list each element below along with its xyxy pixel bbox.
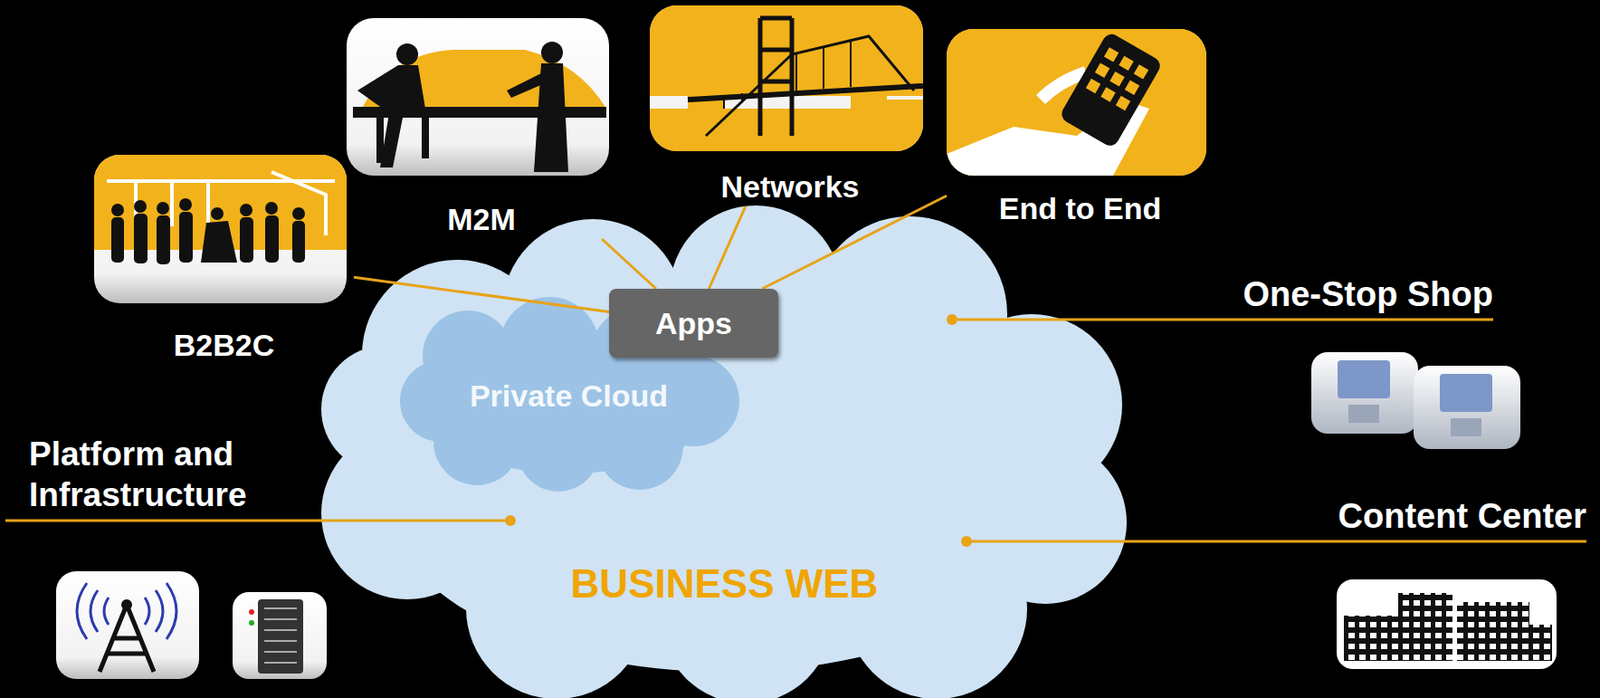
apps-box: Apps	[609, 288, 779, 358]
cloud-region: BUSINESS WEB Private Cloud Apps	[321, 219, 1128, 698]
building-icon	[1336, 579, 1557, 669]
node-label: M2M	[346, 201, 617, 238]
b2b2c-icon	[94, 154, 347, 304]
callout-label: Platform and Infrastructure	[28, 434, 292, 515]
private-cloud-shape	[400, 296, 740, 492]
networks-icon	[649, 5, 924, 152]
callout-label: One-Stop Shop	[1242, 274, 1494, 316]
connector-line	[761, 195, 947, 289]
connector-line	[601, 238, 657, 289]
phone-icons	[1311, 352, 1521, 449]
node-label: Networks	[649, 169, 931, 205]
business-web-cloud	[321, 205, 1127, 698]
connector-line	[708, 206, 745, 289]
connector-line	[353, 276, 610, 312]
end-to-end-icon	[946, 28, 1207, 176]
icon-tile: M2M	[346, 18, 617, 239]
tower-icon	[56, 571, 200, 679]
m2m-icon	[346, 18, 610, 176]
node-label: Apps	[655, 305, 733, 342]
callout-label: Content Center	[1338, 495, 1587, 538]
server-icon	[232, 591, 327, 679]
node-label: B2B2C	[94, 327, 354, 363]
icon-tile: End to End	[946, 28, 1214, 229]
icon-tile: Networks	[649, 5, 931, 207]
node-label: Private Cloud	[465, 377, 674, 415]
icon-tile: B2B2C	[94, 154, 354, 365]
node-label: BUSINESS WEB	[321, 561, 1128, 607]
node-label: End to End	[946, 190, 1214, 227]
